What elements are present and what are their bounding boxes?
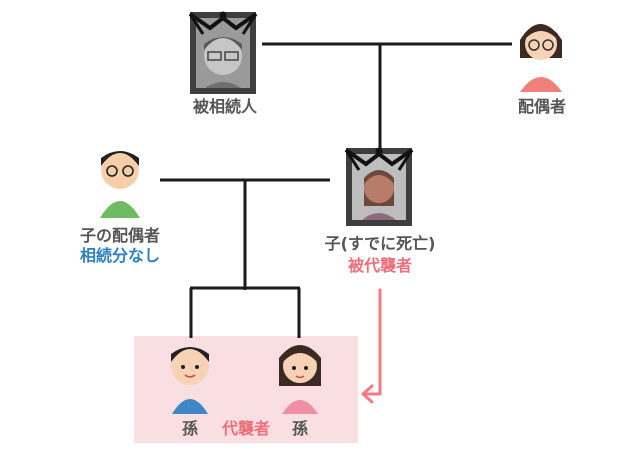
child-spouse-note: 相続分なし	[79, 246, 161, 265]
girl-icon	[279, 345, 321, 414]
successor-label: 代襲者	[221, 419, 271, 438]
woman-with-glasses-icon	[520, 24, 562, 92]
succession-arrow	[361, 288, 382, 404]
deceased-label: 被相続人	[192, 97, 258, 116]
grandchild-right-label: 孫	[291, 419, 309, 438]
grandchild-left-label: 孫	[181, 419, 199, 438]
child-note: 被代襲者	[347, 256, 413, 275]
connector-lines	[160, 42, 512, 338]
man-with-glasses-icon	[100, 151, 140, 218]
framed-portrait-man-icon	[188, 11, 258, 94]
child-label: 子(すでに死亡)	[324, 234, 436, 253]
spouse-label: 配偶者	[517, 97, 567, 116]
child-spouse-label: 子の配偶者	[79, 226, 161, 245]
boy-icon	[171, 347, 209, 414]
framed-portrait-woman-icon	[344, 147, 414, 226]
